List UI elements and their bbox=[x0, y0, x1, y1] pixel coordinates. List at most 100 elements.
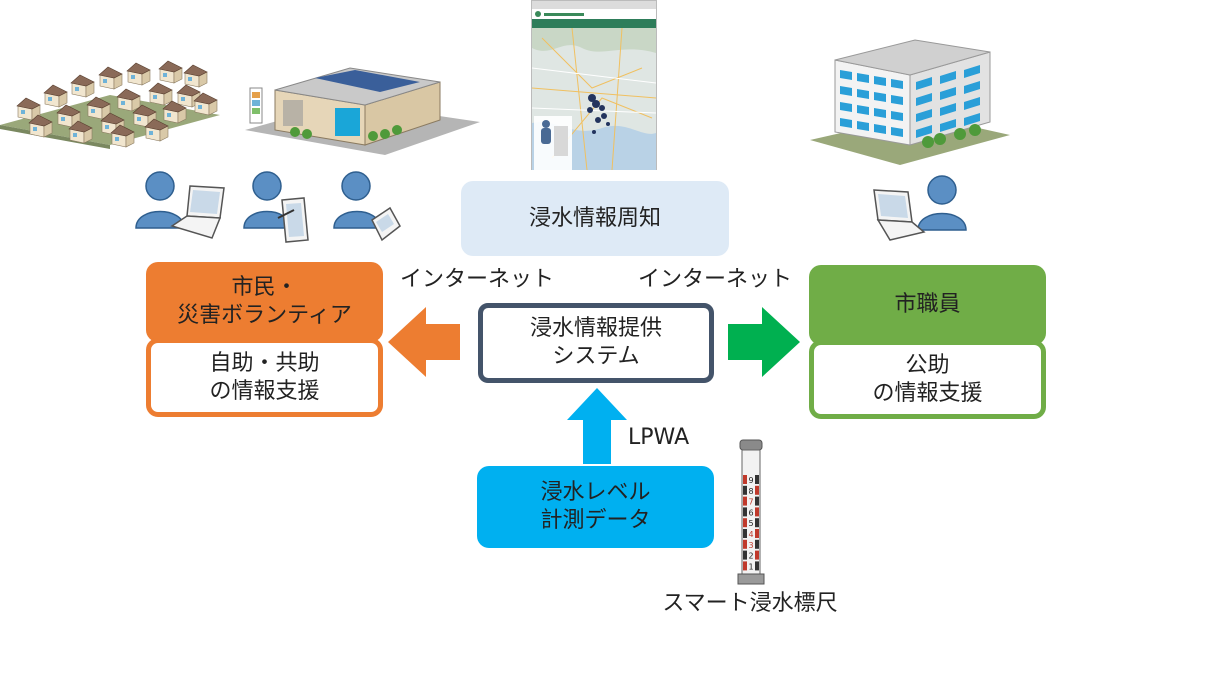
gauge-tick bbox=[755, 539, 759, 549]
window-icon bbox=[840, 86, 852, 96]
window-icon bbox=[916, 125, 932, 138]
office-building-illustration bbox=[810, 39, 1010, 165]
system-line1: 浸水情報提供 bbox=[529, 316, 662, 341]
window-icon bbox=[857, 73, 869, 83]
window-icon bbox=[964, 113, 980, 126]
notice-box: 浸水情報周知 bbox=[461, 181, 729, 256]
data-box: 浸水レベル 計測データ bbox=[477, 466, 714, 548]
house-icon bbox=[162, 100, 187, 124]
house-icon bbox=[183, 64, 208, 88]
house-icon bbox=[126, 62, 151, 86]
arrow-up-blue bbox=[567, 388, 627, 464]
gauge-tick bbox=[755, 561, 759, 571]
house-icon bbox=[68, 120, 93, 144]
window-icon bbox=[891, 79, 903, 89]
house-icon bbox=[28, 114, 53, 138]
gauge-number: 7 bbox=[748, 498, 753, 507]
gauge-number: 6 bbox=[748, 508, 753, 517]
window-icon bbox=[916, 77, 932, 90]
data-line2: 計測データ bbox=[540, 508, 651, 533]
shopping-building-illustration bbox=[245, 67, 480, 155]
staff-support-line1: 公助 bbox=[905, 352, 950, 378]
window-icon bbox=[857, 121, 869, 131]
data-line1: 浸水レベル bbox=[540, 480, 651, 505]
house-icon bbox=[193, 92, 218, 116]
window-icon bbox=[916, 109, 932, 122]
gauge-number: 4 bbox=[748, 530, 753, 539]
window-icon bbox=[916, 93, 932, 106]
house-icon bbox=[148, 82, 173, 106]
gauge-tick bbox=[755, 485, 759, 495]
citizen-support-line2: の情報支援 bbox=[209, 378, 320, 404]
house-icon bbox=[116, 88, 141, 112]
gauge-tick bbox=[743, 475, 747, 484]
window-icon bbox=[840, 70, 852, 80]
window-icon bbox=[874, 124, 886, 134]
staff-support-line2: の情報支援 bbox=[872, 380, 983, 406]
window-icon bbox=[940, 119, 956, 132]
window-icon bbox=[840, 102, 852, 112]
citizen-title-line1: 市民・ bbox=[231, 275, 298, 300]
gauge-tick bbox=[755, 475, 759, 484]
smart-gauge-icon: 9 8 76 5 4 3 21 bbox=[737, 439, 765, 585]
gauge-tick bbox=[743, 561, 747, 571]
gauge-number: 8 bbox=[748, 487, 753, 496]
window-icon bbox=[891, 111, 903, 121]
window-icon bbox=[940, 87, 956, 100]
internet-label-right: インターネット bbox=[637, 267, 792, 292]
citizen-support-box: 自助・共助 の情報支援 bbox=[146, 338, 383, 417]
gauge-number: 1 bbox=[748, 562, 753, 571]
window-icon bbox=[940, 71, 956, 84]
gauge-tick bbox=[755, 496, 759, 506]
gauge-tick bbox=[755, 529, 759, 538]
gauge-tick bbox=[755, 507, 759, 517]
window-icon bbox=[874, 76, 886, 86]
window-icon bbox=[874, 108, 886, 118]
window-icon bbox=[857, 105, 869, 115]
window-icon bbox=[891, 127, 903, 137]
window-icon bbox=[891, 95, 903, 105]
gauge-tick bbox=[743, 485, 747, 495]
gauge-tick bbox=[755, 550, 759, 560]
window-icon bbox=[964, 65, 980, 78]
notice-label: 浸水情報周知 bbox=[528, 205, 661, 231]
gauge-tick bbox=[743, 539, 747, 549]
window-icon bbox=[874, 92, 886, 102]
gauge-tick bbox=[743, 518, 747, 528]
window-icon bbox=[964, 81, 980, 94]
house-icon bbox=[144, 118, 169, 142]
system-box: 浸水情報提供 システム bbox=[478, 303, 714, 383]
citizen-title-box: 市民・ 災害ボランティア bbox=[146, 262, 383, 342]
house-icon bbox=[158, 60, 183, 84]
lpwa-label: LPWA bbox=[628, 425, 690, 450]
house-icon bbox=[98, 66, 123, 90]
gauge-tick bbox=[743, 550, 747, 560]
gauge-tick bbox=[743, 496, 747, 506]
staff-support-box: 公助 の情報支援 bbox=[809, 340, 1046, 419]
gauge-tick bbox=[755, 518, 759, 528]
gauge-label: スマート浸水標尺 bbox=[662, 591, 838, 616]
arrow-right-green bbox=[728, 307, 800, 377]
gauge-number: 9 bbox=[748, 476, 753, 485]
gauge-tick bbox=[743, 507, 747, 517]
gauge-number: 2 bbox=[748, 552, 753, 561]
citizen-support-line1: 自助・共助 bbox=[209, 350, 320, 376]
person-laptop-icon bbox=[135, 171, 225, 239]
system-line2: システム bbox=[552, 344, 640, 369]
person-phone-icon bbox=[333, 171, 401, 242]
house-icon bbox=[70, 74, 95, 98]
gauge-tick bbox=[743, 529, 747, 538]
gauge-number: 5 bbox=[748, 519, 753, 528]
staff-title: 市職員 bbox=[894, 292, 961, 317]
person-tablet-icon bbox=[243, 171, 309, 243]
internet-label-left: インターネット bbox=[399, 267, 554, 292]
window-icon bbox=[840, 118, 852, 128]
houses-illustration bbox=[0, 60, 220, 149]
gauge-number: 3 bbox=[748, 541, 753, 550]
window-icon bbox=[857, 89, 869, 99]
citizen-title-line2: 災害ボランティア bbox=[177, 303, 352, 328]
person-laptop-icon bbox=[873, 175, 967, 241]
house-icon bbox=[43, 84, 68, 108]
window-icon bbox=[940, 103, 956, 116]
map-screenshot-thumbnail bbox=[531, 0, 657, 171]
